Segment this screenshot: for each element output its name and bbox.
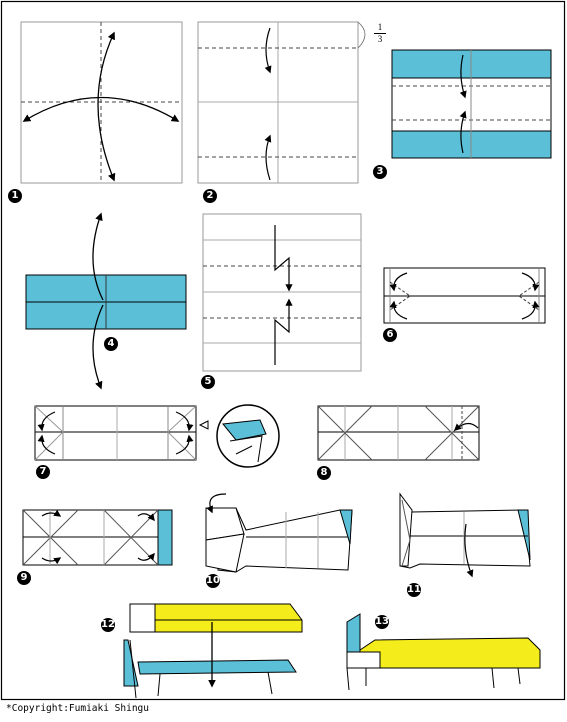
step-10-diagram: [205, 493, 353, 573]
copyright-text: *Copyright:Fumiaki Shingu: [6, 703, 149, 714]
one-third-fraction: 1 3: [374, 23, 386, 44]
step-3-diagram: [391, 49, 552, 159]
step-number-badge: 13: [375, 615, 389, 629]
step-number-badge: 7: [36, 465, 50, 479]
step-number-badge: 9: [17, 571, 31, 585]
step-5-diagram: [202, 213, 362, 372]
step-number-badge: 11: [407, 583, 421, 597]
step-13-diagram: [346, 613, 541, 691]
fraction-denominator: 3: [377, 34, 383, 44]
step-7-diagram: [34, 404, 280, 468]
step-number-badge: 8: [317, 466, 331, 480]
step-4-diagram: [25, 212, 187, 390]
step-1-diagram: [20, 21, 183, 184]
step-number-badge: 4: [104, 337, 118, 351]
step-8-diagram: [317, 405, 480, 461]
step-12-diagram: [123, 603, 303, 699]
step-6-diagram: [383, 267, 546, 324]
step-number-badge: 5: [201, 375, 215, 389]
step-2-diagram: [197, 21, 366, 184]
step-9-diagram: [22, 509, 173, 566]
step-number-badge: 3: [373, 165, 387, 179]
step-number-badge: 1: [8, 189, 22, 203]
page-border: [0, 0, 566, 701]
step-number-badge: 6: [383, 328, 397, 342]
step-number-badge: 10: [206, 574, 220, 588]
fraction-numerator: 1: [377, 22, 383, 32]
step-number-badge: 2: [203, 189, 217, 203]
step-number-badge: 12: [101, 618, 115, 632]
step-11-diagram: [399, 492, 531, 578]
